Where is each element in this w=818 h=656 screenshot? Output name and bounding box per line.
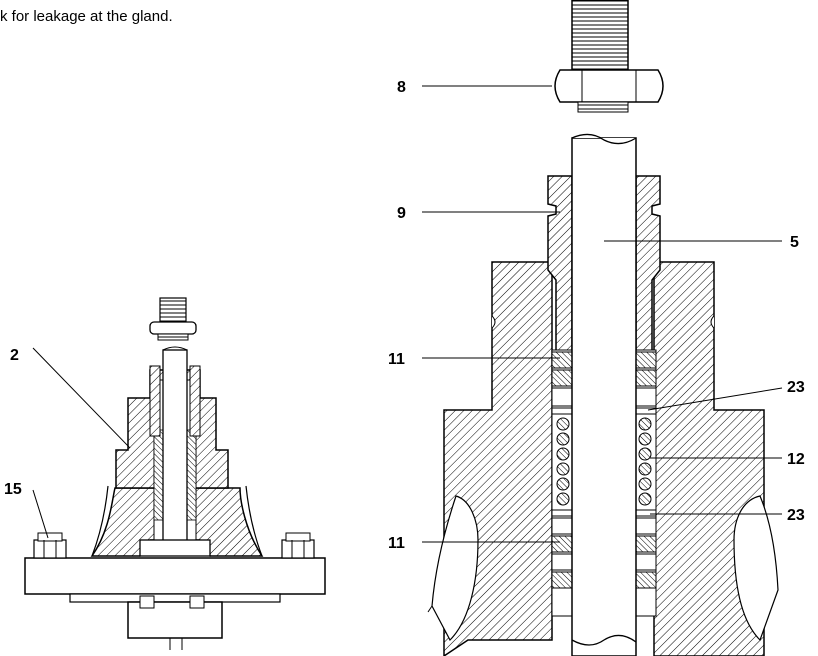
flange-nut-left: [33, 532, 67, 559]
small-shaft: [162, 349, 188, 551]
large-assembly: [427, 0, 779, 656]
small-assembly: [24, 297, 326, 650]
shaft: [571, 137, 637, 656]
callout-11-top-label: 11: [388, 351, 405, 368]
callout-15: 15: [4, 481, 49, 539]
callout-9-label: 9: [397, 205, 406, 222]
flange-nut-right: [281, 532, 315, 559]
small-stud: [159, 297, 187, 323]
stud: [571, 0, 629, 73]
callout-11-bottom-label: 11: [388, 535, 405, 552]
callout-2: 2: [10, 347, 131, 449]
callout-15-label: 15: [4, 481, 22, 498]
callout-5-label: 5: [790, 234, 799, 251]
instruction-text: k for leakage at the gland.: [0, 8, 173, 25]
small-nut: [149, 321, 197, 335]
flange-plate: [24, 557, 326, 595]
callout-5: 5: [604, 234, 799, 251]
callout-23-top: 23: [647, 379, 805, 411]
callout-23-top-label: 23: [787, 379, 805, 396]
callout-11-top: 11: [388, 351, 560, 368]
callout-23-bottom: 23: [650, 507, 805, 524]
spring: [556, 417, 652, 506]
callout-8: 8: [397, 79, 552, 96]
callout-11-bottom: 11: [388, 535, 560, 552]
callout-12-label: 12: [787, 451, 805, 468]
callout-8-label: 8: [397, 79, 406, 96]
nut: [554, 69, 664, 103]
callout-2-label: 2: [10, 347, 19, 364]
callout-23-bottom-label: 23: [787, 507, 805, 524]
callout-12: 12: [650, 451, 805, 468]
callout-9: 9: [397, 205, 560, 222]
